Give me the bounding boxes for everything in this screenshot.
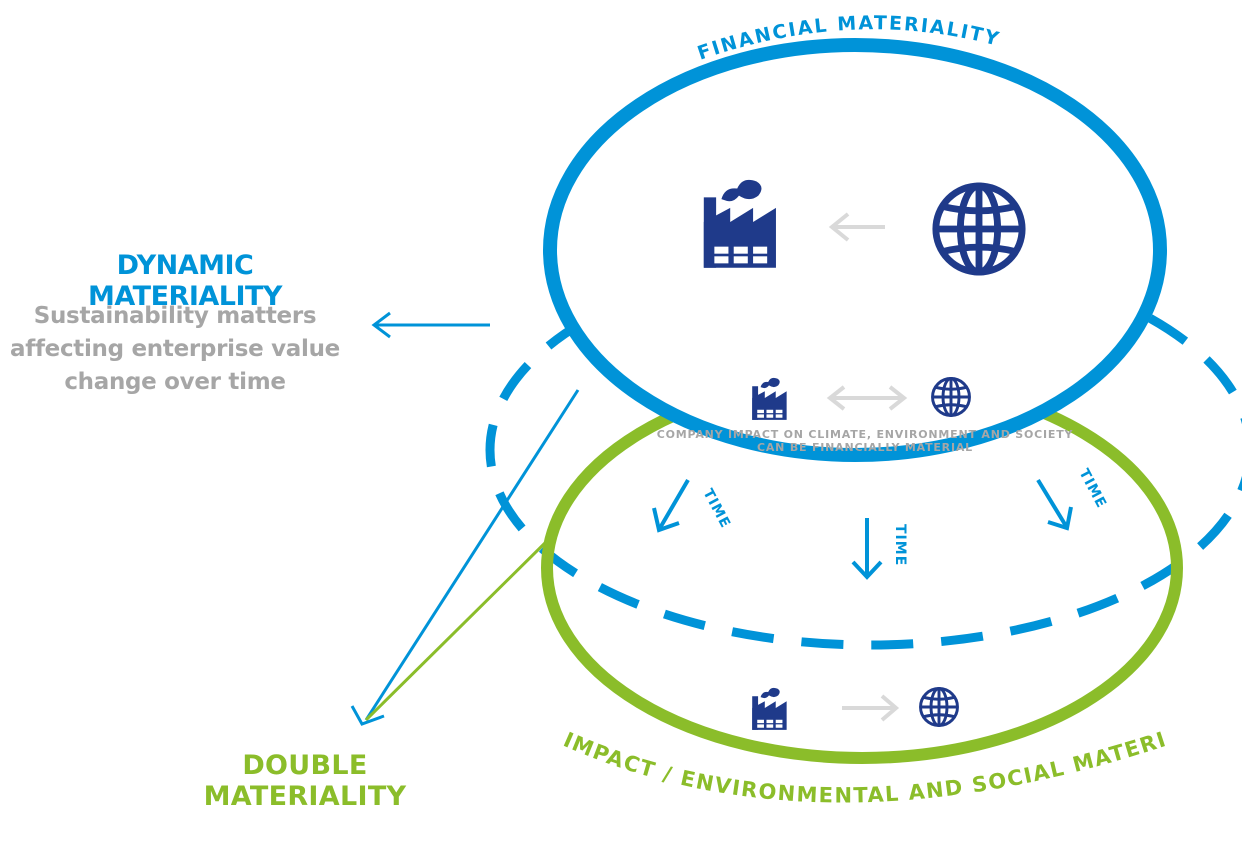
- double-materiality-connector-blue: [364, 389, 580, 721]
- globe-icon: [931, 377, 971, 417]
- globe-icon: [919, 687, 959, 727]
- dynamic-materiality-ring: [485, 250, 1242, 650]
- globe-icon: [936, 186, 1022, 272]
- financial-materiality-ring: [543, 38, 1167, 462]
- company-impact-caption: COMPANY IMPACT ON CLIMATE, ENVIRONMENT A…: [656, 428, 1074, 454]
- dynamic-materiality-description: Sustainability matters affecting enterpr…: [10, 303, 340, 395]
- time-arrow-left: [652, 478, 690, 533]
- dynamic-materiality-title: DYNAMIC MATERIALITY: [88, 250, 282, 312]
- double-materiality-arrowhead: [350, 705, 385, 726]
- double-materiality-title: DOUBLE MATERIALITY: [203, 750, 407, 812]
- double-arrow-icon: [826, 385, 908, 411]
- arrow-right-icon: [842, 694, 900, 722]
- time-arrow-right: [1036, 478, 1073, 531]
- dynamic-arrow-head: [371, 311, 391, 339]
- double-materiality-connector-green: [364, 538, 550, 722]
- time-label-left: TIME: [699, 486, 733, 531]
- time-label-right: TIME: [1075, 466, 1109, 511]
- arrow-left-icon: [828, 212, 885, 242]
- time-label-center: TIME: [892, 524, 908, 566]
- time-arrow-center: [851, 518, 883, 580]
- factory-icon: [752, 687, 787, 730]
